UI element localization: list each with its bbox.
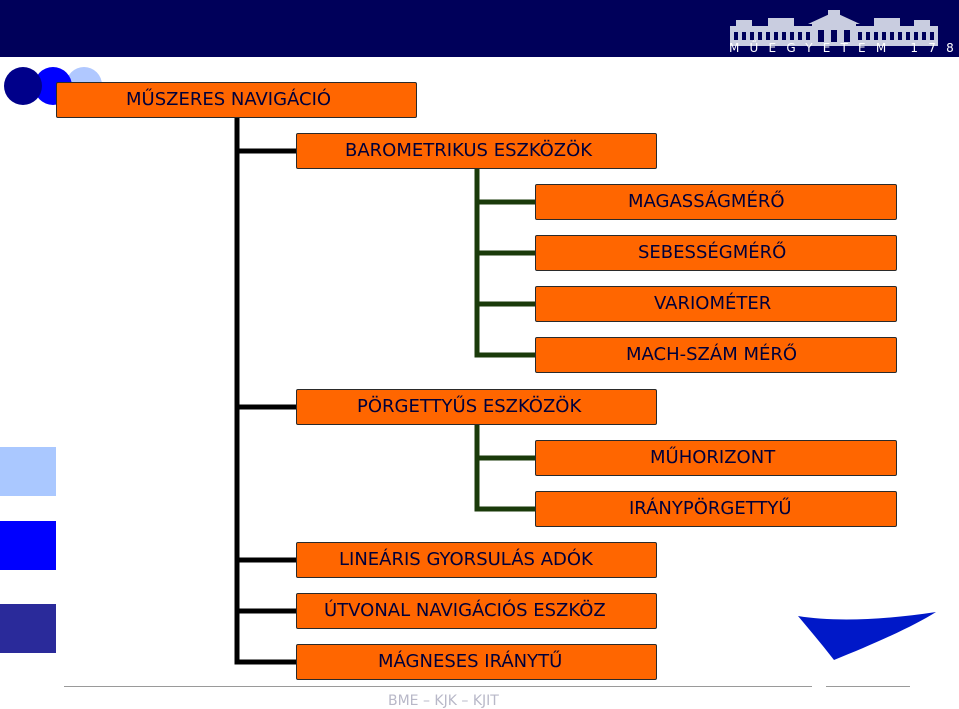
university-caption: MŰEGYETEM 1782 xyxy=(729,41,959,55)
node-artificial-horizon: MŰHORIZONT xyxy=(535,440,897,476)
node-magnetic-compass: MÁGNESES IRÁNYTŰ xyxy=(296,644,657,680)
node-route-nav: ÚTVONAL NAVIGÁCIÓS ESZKÖZ xyxy=(296,593,657,629)
node-barometric: BAROMETRIKUS ESZKÖZÖK xyxy=(296,133,657,169)
decor-square-navy xyxy=(0,604,56,653)
footer-divider-left xyxy=(64,686,812,687)
footer-label: BME – KJK – KJIT xyxy=(388,693,499,709)
node-airspeed: SEBESSÉGMÉRŐ xyxy=(535,235,897,271)
decor-square-blue xyxy=(0,521,56,570)
node-variometer: VARIOMÉTER xyxy=(535,286,897,322)
decor-square-light xyxy=(0,447,56,496)
footer-divider-right xyxy=(826,686,910,687)
node-altimeter: MAGASSÁGMÉRŐ xyxy=(535,184,897,220)
university-building-logo xyxy=(730,10,938,46)
node-machmeter: MACH-SZÁM MÉRŐ xyxy=(535,337,897,373)
decor-circle-navy xyxy=(4,67,42,105)
root-node: MŰSZERES NAVIGÁCIÓ xyxy=(56,82,417,118)
node-directional-gyro: IRÁNYPÖRGETTYŰ xyxy=(535,491,897,527)
decor-swoosh xyxy=(798,612,936,660)
node-linear-accel: LINEÁRIS GYORSULÁS ADÓK xyxy=(296,542,657,578)
node-gyroscopic: PÖRGETTYŰS ESZKÖZÖK xyxy=(296,389,657,425)
